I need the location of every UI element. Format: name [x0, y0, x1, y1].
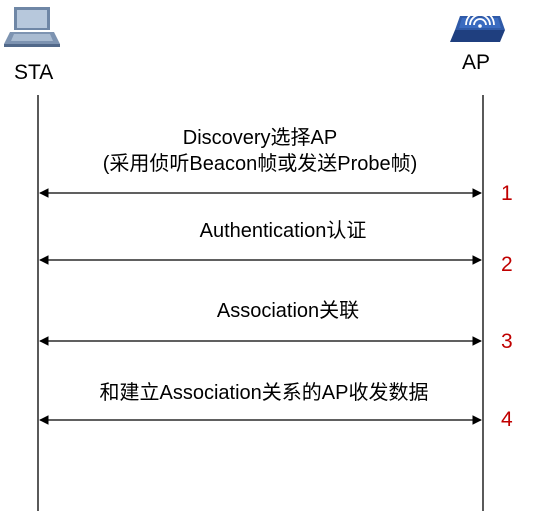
access-point-icon: [450, 10, 505, 42]
step-number-4: 4: [501, 408, 513, 431]
step-number-2: 2: [501, 253, 513, 276]
message-line: Discovery选择AP: [182, 127, 338, 149]
message-label-3: Association关联: [68, 298, 508, 324]
message-line: Association关联: [216, 300, 360, 322]
sta-label: STA: [14, 61, 54, 84]
message-label-1: Discovery选择AP (采用侦听Beacon帧或发送Probe帧): [40, 125, 480, 177]
message-line: 和建立Association关系的AP收发数据: [99, 382, 429, 404]
ap-label: AP: [462, 51, 491, 74]
step-number-1: 1: [501, 182, 513, 205]
message-label-4: 和建立Association关系的AP收发数据: [44, 380, 484, 406]
message-label-2: Authentication认证: [63, 218, 503, 244]
message-line: (采用侦听Beacon帧或发送Probe帧): [102, 153, 418, 175]
laptop-icon: [4, 7, 60, 47]
step-number-3: 3: [501, 330, 513, 353]
message-line: Authentication认证: [199, 220, 367, 242]
